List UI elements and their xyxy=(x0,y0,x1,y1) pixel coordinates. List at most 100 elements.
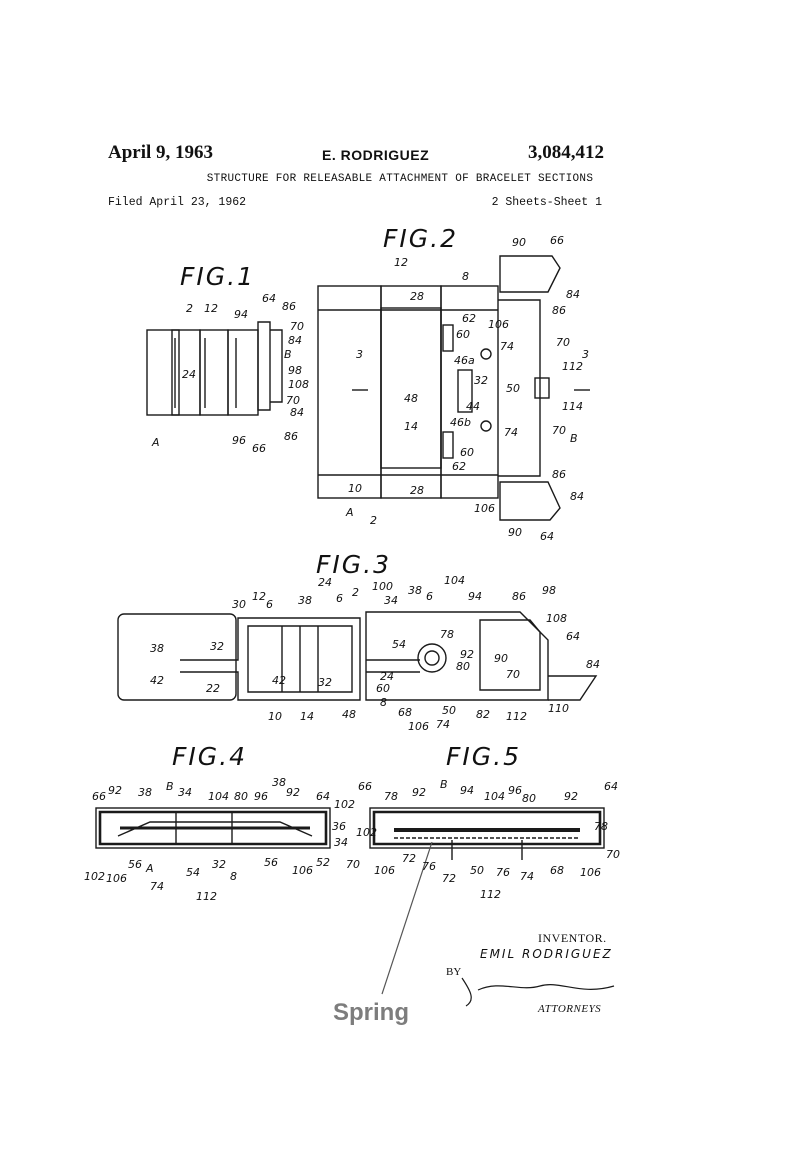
svg-text:66: 66 xyxy=(252,442,266,455)
svg-text:96: 96 xyxy=(232,434,246,447)
svg-text:8: 8 xyxy=(462,270,469,283)
svg-text:62: 62 xyxy=(452,460,466,473)
svg-text:56: 56 xyxy=(128,858,142,871)
svg-text:112: 112 xyxy=(506,710,527,723)
patent-title: STRUCTURE FOR RELEASABLE ATTACHMENT OF B… xyxy=(206,173,594,185)
svg-text:64: 64 xyxy=(566,630,580,643)
svg-text:50: 50 xyxy=(506,382,520,395)
svg-text:106: 106 xyxy=(292,864,313,877)
svg-text:94: 94 xyxy=(468,590,482,603)
svg-text:84: 84 xyxy=(566,288,580,301)
sheet-count: 2 Sheets-Sheet 1 xyxy=(491,196,602,209)
svg-text:66: 66 xyxy=(550,234,564,247)
svg-text:74: 74 xyxy=(436,718,450,731)
fig1-drawing xyxy=(146,321,283,416)
svg-text:34: 34 xyxy=(334,836,348,849)
fig4-drawing xyxy=(95,807,331,849)
svg-text:90: 90 xyxy=(508,526,522,539)
svg-text:A: A xyxy=(345,506,354,519)
svg-text:46b: 46b xyxy=(450,416,471,429)
fig3-drawing xyxy=(117,611,598,701)
svg-text:74: 74 xyxy=(150,880,164,893)
svg-text:32: 32 xyxy=(474,374,488,387)
svg-text:94: 94 xyxy=(234,308,248,321)
svg-text:90: 90 xyxy=(494,652,508,665)
svg-text:76: 76 xyxy=(422,860,436,873)
svg-text:76: 76 xyxy=(496,866,510,879)
svg-text:50: 50 xyxy=(442,704,456,717)
svg-text:80: 80 xyxy=(234,790,248,803)
svg-text:A: A xyxy=(145,862,154,875)
svg-text:104: 104 xyxy=(444,574,465,587)
svg-text:98: 98 xyxy=(542,584,556,597)
patent-number: 3,084,412 xyxy=(528,142,604,163)
svg-text:38: 38 xyxy=(298,594,312,607)
svg-text:78: 78 xyxy=(440,628,454,641)
svg-text:86: 86 xyxy=(282,300,296,313)
svg-text:90: 90 xyxy=(512,236,526,249)
svg-text:64: 64 xyxy=(262,292,276,305)
svg-text:14: 14 xyxy=(300,710,314,723)
svg-text:10: 10 xyxy=(268,710,282,723)
svg-text:62: 62 xyxy=(462,312,476,325)
svg-text:28: 28 xyxy=(410,484,424,497)
svg-text:32: 32 xyxy=(210,640,224,653)
svg-text:38: 38 xyxy=(150,642,164,655)
svg-text:68: 68 xyxy=(550,864,564,877)
svg-text:84: 84 xyxy=(570,490,584,503)
svg-text:6: 6 xyxy=(266,598,273,611)
svg-text:106: 106 xyxy=(474,502,495,515)
svg-text:2: 2 xyxy=(352,586,359,599)
svg-text:84: 84 xyxy=(288,334,302,347)
svg-text:12: 12 xyxy=(394,256,408,269)
svg-text:74: 74 xyxy=(504,426,518,439)
fig2-drawing xyxy=(317,255,590,521)
svg-text:2: 2 xyxy=(186,302,193,315)
inventor-name-header: E. RODRIGUEZ xyxy=(322,147,430,163)
svg-text:72: 72 xyxy=(402,852,416,865)
svg-text:36: 36 xyxy=(332,820,346,833)
svg-text:B: B xyxy=(440,778,448,791)
inventor-handwritten-name: EMIL RODRIGUEZ xyxy=(480,947,613,961)
svg-text:12: 12 xyxy=(252,590,266,603)
svg-text:106: 106 xyxy=(106,872,127,885)
svg-text:80: 80 xyxy=(522,792,536,805)
svg-text:114: 114 xyxy=(562,400,583,413)
spring-annotation: Spring xyxy=(333,999,409,1026)
svg-text:80: 80 xyxy=(456,660,470,673)
svg-text:86: 86 xyxy=(552,468,566,481)
svg-text:98: 98 xyxy=(288,364,302,377)
svg-text:84: 84 xyxy=(586,658,600,671)
fig5-label: FIG.5 xyxy=(446,742,521,771)
svg-text:92: 92 xyxy=(564,790,578,803)
by-label: BY xyxy=(446,966,462,978)
svg-text:86: 86 xyxy=(512,590,526,603)
svg-text:3: 3 xyxy=(356,348,363,361)
svg-text:96: 96 xyxy=(508,784,522,797)
svg-text:22: 22 xyxy=(206,682,220,695)
svg-text:8: 8 xyxy=(380,696,387,709)
svg-text:54: 54 xyxy=(186,866,200,879)
svg-text:32: 32 xyxy=(318,676,332,689)
svg-text:66: 66 xyxy=(358,780,372,793)
svg-text:3: 3 xyxy=(582,348,589,361)
svg-text:108: 108 xyxy=(546,612,567,625)
svg-text:106: 106 xyxy=(374,864,395,877)
svg-text:64: 64 xyxy=(604,780,618,793)
spring-pointer-line xyxy=(381,841,433,995)
svg-text:10: 10 xyxy=(348,482,362,495)
svg-text:92: 92 xyxy=(108,784,122,797)
svg-text:110: 110 xyxy=(548,702,569,715)
svg-text:50: 50 xyxy=(470,864,484,877)
svg-text:68: 68 xyxy=(398,706,412,719)
svg-text:64: 64 xyxy=(316,790,330,803)
svg-text:74: 74 xyxy=(500,340,514,353)
svg-text:38: 38 xyxy=(408,584,422,597)
svg-text:42: 42 xyxy=(150,674,164,687)
svg-text:30: 30 xyxy=(232,598,246,611)
svg-text:112: 112 xyxy=(480,888,501,901)
svg-text:74: 74 xyxy=(520,870,534,883)
inventor-label: INVENTOR. xyxy=(538,931,607,945)
filed-date: Filed April 23, 1962 xyxy=(108,196,247,209)
